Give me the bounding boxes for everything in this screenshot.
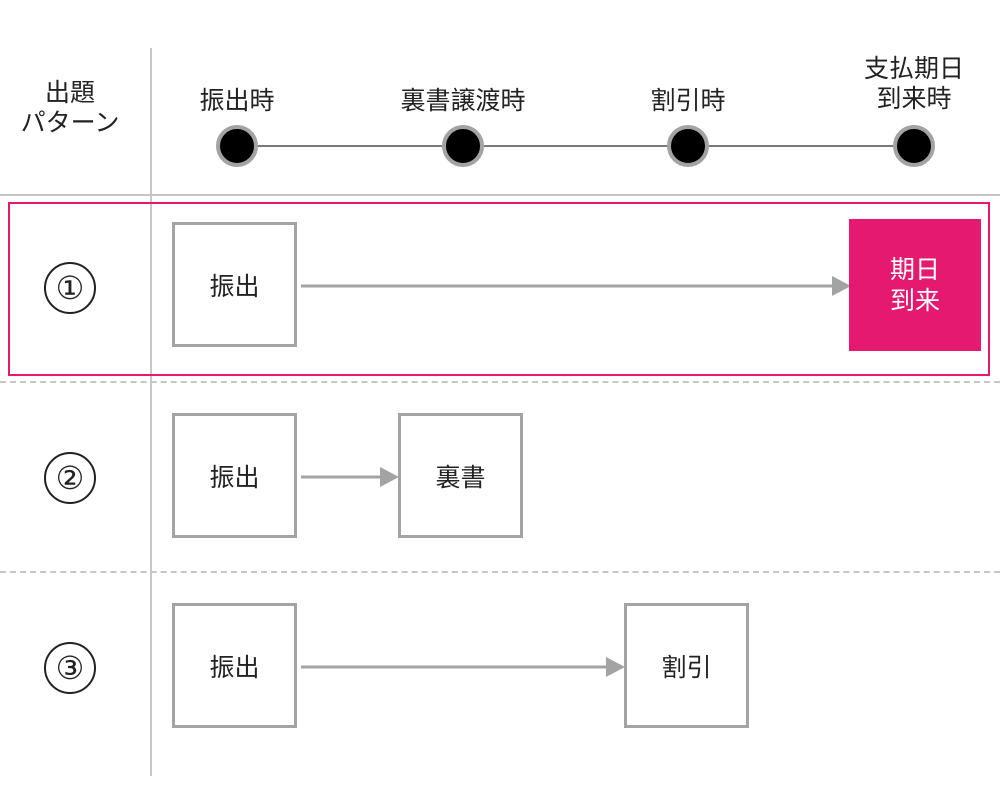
- start-box: 振出: [172, 222, 297, 347]
- row-divider: [0, 571, 1000, 573]
- start-box: 振出: [172, 603, 297, 728]
- timeline-dot-uragaki: [442, 125, 484, 167]
- arrowhead-row-3: [606, 657, 625, 677]
- start-box-label: 振出: [209, 652, 260, 682]
- row-number: ①: [44, 262, 96, 314]
- column-divider: [150, 48, 152, 776]
- row-number: ②: [44, 452, 96, 504]
- endorsement-box-label: 裏書: [435, 462, 486, 492]
- row-number: ③: [44, 642, 96, 694]
- start-box-label: 振出: [209, 462, 260, 492]
- arrowhead-row-2: [380, 467, 399, 487]
- discount-box: 割引: [624, 603, 749, 728]
- timeline-dot-kijitsu: [893, 125, 935, 167]
- row-divider: [0, 381, 1000, 383]
- stage-label-kijitsu: 支払期日 到来時: [863, 54, 964, 113]
- endorsement-box: 裏書: [398, 413, 523, 538]
- discount-box-label: 割引: [661, 652, 712, 682]
- maturity-box: 期日 到来: [849, 219, 981, 351]
- stage-label-waribiki: 割引時: [650, 86, 726, 115]
- start-box: 振出: [172, 413, 297, 538]
- stage-label-uragaki: 裏書譲渡時: [400, 86, 526, 115]
- pattern-column-header: 出題 パターン: [20, 78, 120, 137]
- stage-label-furidashi: 振出時: [199, 86, 275, 115]
- header-divider: [0, 194, 1000, 196]
- timeline-dot-furidashi: [216, 125, 258, 167]
- timeline-dot-waribiki: [667, 125, 709, 167]
- start-box-label: 振出: [209, 271, 260, 301]
- arrowhead-row-1: [832, 276, 851, 296]
- highlighted-row-frame: [8, 202, 990, 376]
